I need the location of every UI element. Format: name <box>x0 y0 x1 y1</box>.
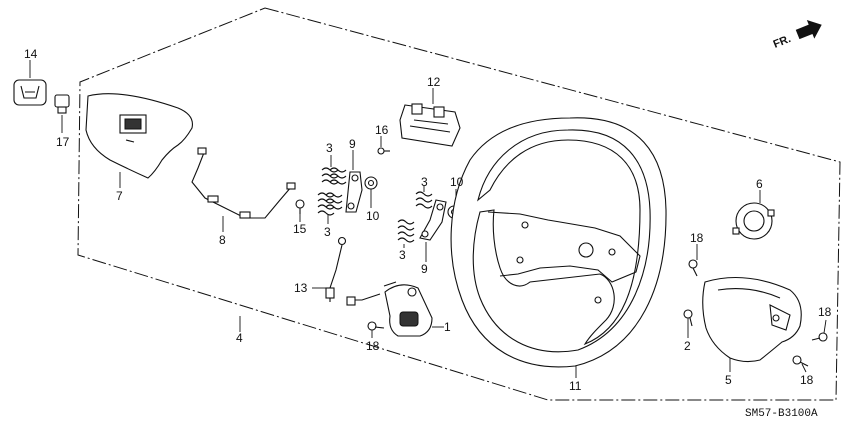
spring-parts-upper <box>317 167 347 216</box>
callout-15: 15 <box>293 222 307 236</box>
callout-9a: 9 <box>349 137 356 151</box>
harness-part <box>191 147 296 219</box>
callout-18a: 18 <box>366 339 380 353</box>
bolt-part-18b <box>688 259 698 277</box>
assembly-boundary <box>77 7 841 401</box>
bolt-part-18a <box>367 321 385 331</box>
front-label: FR. <box>772 33 793 51</box>
callout-11: 11 <box>569 379 582 393</box>
callout-10a: 10 <box>366 209 380 223</box>
horn-lever-upper <box>345 171 363 213</box>
spring-parts-lower <box>397 191 433 243</box>
callout-5: 5 <box>725 373 732 387</box>
connector-block-part <box>399 103 461 147</box>
bolt-part-18c <box>811 332 828 342</box>
upper-cover-part <box>85 93 193 179</box>
callout-7: 7 <box>116 189 123 203</box>
callout-18c: 18 <box>818 305 832 319</box>
callout-12: 12 <box>427 75 441 89</box>
callout-3b: 3 <box>324 225 331 239</box>
diagram-code: SM57-B3100A <box>745 408 818 420</box>
callout-2: 2 <box>684 339 691 353</box>
screw-part-16 <box>377 147 390 155</box>
callout-6: 6 <box>756 177 763 191</box>
callout-4: 4 <box>236 331 243 345</box>
horn-lever-lower <box>419 199 447 241</box>
callout-1: 1 <box>444 320 451 334</box>
callout-14: 14 <box>24 47 38 61</box>
callout-3c: 3 <box>421 175 428 189</box>
callout-3d: 3 <box>399 248 406 262</box>
clip-part <box>54 94 70 114</box>
switch-assembly-part <box>346 281 433 337</box>
lower-cover-part <box>702 276 802 363</box>
callout-9b: 9 <box>421 262 428 276</box>
steering-wheel-part <box>450 117 667 368</box>
ground-cable-part <box>325 236 347 302</box>
callout-10b: 10 <box>450 175 464 189</box>
nut-part-upper <box>364 176 378 190</box>
screw-part-15 <box>295 199 305 214</box>
cable-reel-part <box>732 202 775 240</box>
callout-3a: 3 <box>326 141 333 155</box>
callout-18d: 18 <box>800 373 814 387</box>
callout-16: 16 <box>375 123 389 137</box>
callout-13: 13 <box>294 281 308 295</box>
callout-17: 17 <box>56 135 70 149</box>
front-direction-marker: FR. <box>772 20 822 51</box>
bolt-part-18d <box>792 355 809 367</box>
callout-18b: 18 <box>690 231 704 245</box>
emblem-part <box>13 79 47 106</box>
callout-8: 8 <box>219 233 226 247</box>
front-arrow-icon <box>795 20 822 40</box>
